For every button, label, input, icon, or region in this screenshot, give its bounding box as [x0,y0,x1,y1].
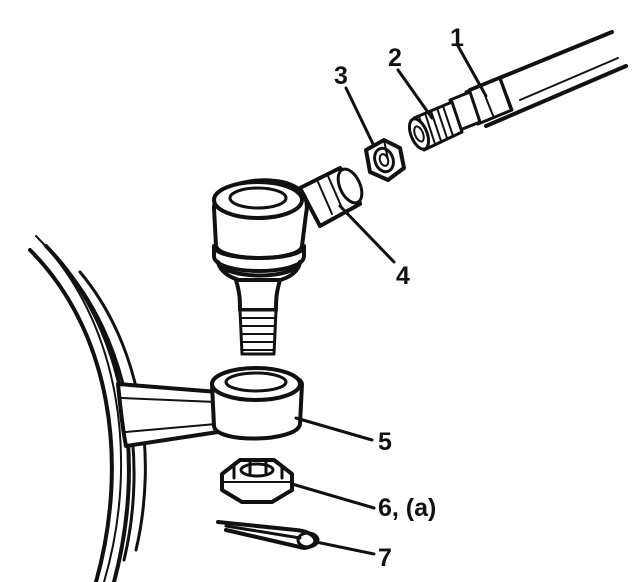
leader-line-2 [396,68,434,120]
lock-nut-part [364,138,406,182]
leader-line-5 [294,416,374,442]
callout-label-tie-rod: 1 [450,24,464,52]
callout-label-tie-rod-end: 4 [396,262,410,290]
callout-label-castle-nut: 6, (a) [378,494,436,522]
callout-label-threaded-end: 2 [388,44,402,72]
cotter-pin-part [216,520,320,550]
callout-label-steering-knuckle-arm: 5 [378,428,392,456]
leader-line-3 [344,86,376,148]
leader-line-6 [290,482,376,510]
callout-labels: 1 2 3 4 5 6, (a) 7 [334,24,464,572]
steering-knuckle-arm-part [116,366,304,448]
callout-label-lock-nut: 3 [334,62,348,90]
tie-rod-end-part [212,166,364,356]
threaded-end-part [407,100,464,152]
callout-label-cotter-pin: 7 [378,544,392,572]
leader-line-7 [314,540,376,556]
castle-nut-part [220,458,294,504]
leader-line-1 [456,44,488,98]
leader-lines [290,44,488,556]
leader-line-4 [338,204,396,264]
